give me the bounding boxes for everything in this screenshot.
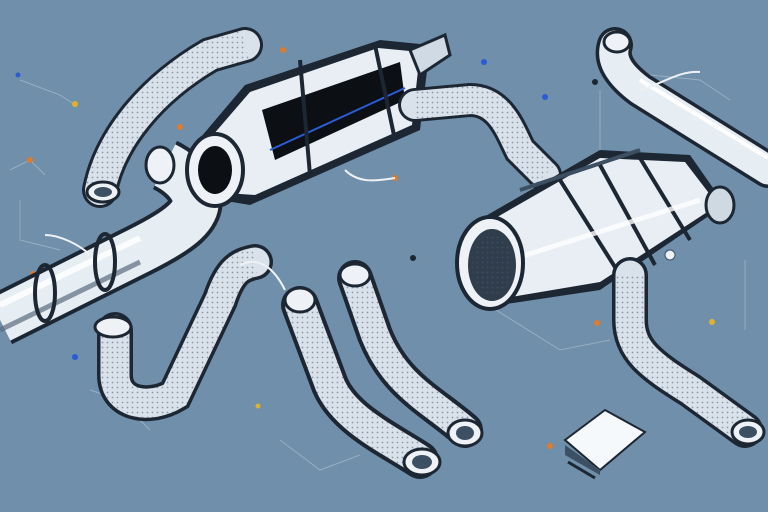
scattered-fittings (15, 47, 715, 449)
resonator (455, 148, 736, 311)
exhaust-pipe (82, 27, 263, 208)
exhaust-pipe (398, 82, 562, 192)
exhaust-pipe (595, 27, 768, 188)
catalytic-converter (185, 32, 452, 208)
bracket-plate (563, 408, 647, 480)
exhaust-pipe (612, 257, 766, 448)
exhaust-pipe (281, 286, 442, 479)
exhaust-pipe (93, 244, 273, 422)
exhaust-pipe (337, 260, 484, 448)
sensor-wires (44, 70, 701, 291)
